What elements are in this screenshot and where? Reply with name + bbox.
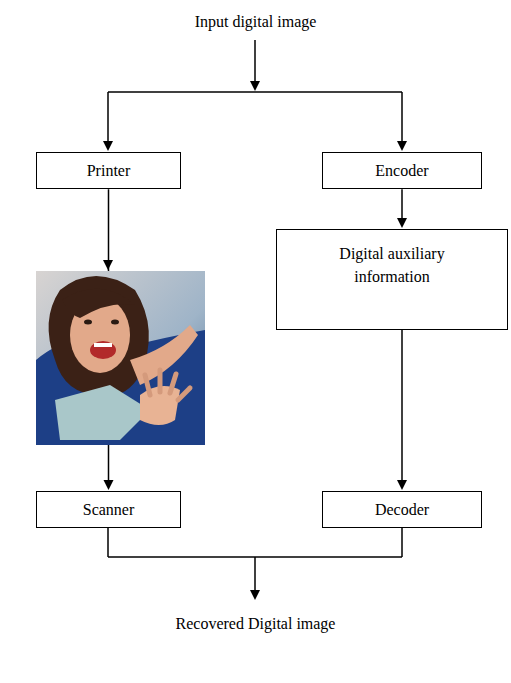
flow-arrow [397, 330, 407, 490]
process-box: Decoder [322, 491, 482, 528]
io-label: Input digital image [0, 12, 511, 31]
process-box: Digital auxiliary information [276, 229, 508, 330]
flow-arrow [397, 189, 407, 228]
box-label: Printer [87, 159, 131, 182]
box-label: Scanner [83, 498, 135, 521]
box-label: Digital auxiliary information [317, 242, 467, 288]
box-label: Decoder [375, 498, 429, 521]
process-box: Printer [36, 152, 181, 189]
box-label: Encoder [375, 159, 428, 182]
io-label: Recovered Digital image [0, 614, 511, 633]
process-box: Scanner [36, 491, 181, 528]
process-box: Encoder [322, 152, 482, 189]
